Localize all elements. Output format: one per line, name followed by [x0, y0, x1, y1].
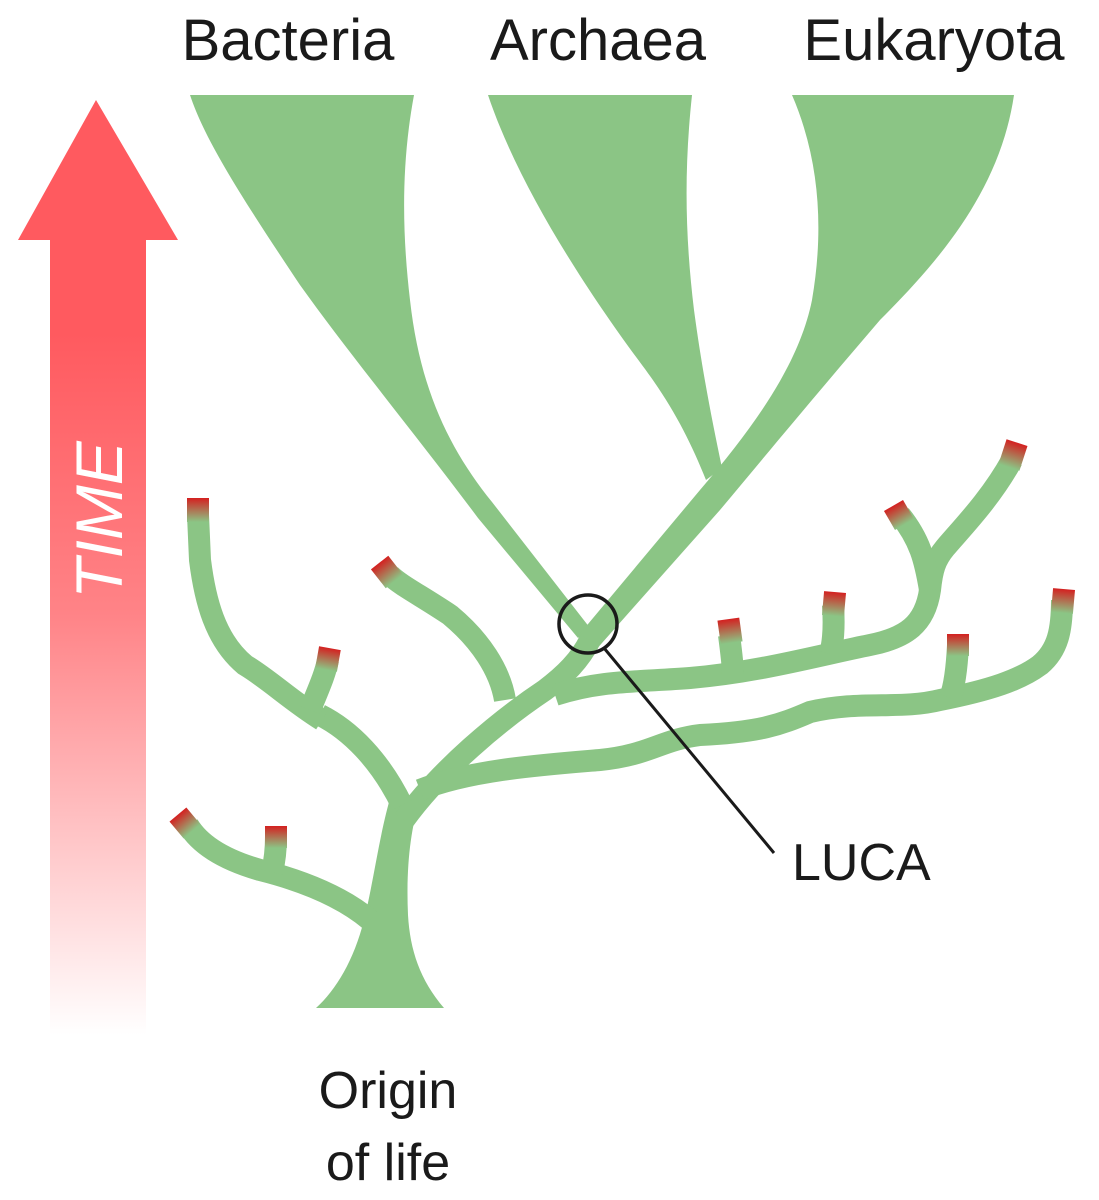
branches: [178, 454, 1073, 929]
stem-left-branch: [314, 705, 412, 810]
archaea-wedge: [488, 95, 722, 480]
extinct-tip: [370, 555, 404, 589]
time-label: TIME: [62, 440, 136, 599]
origin-label-line1: Origin: [319, 1062, 458, 1120]
lower-left-branch: [178, 818, 378, 929]
luca-marker: [557, 593, 776, 854]
domain-wedges: [190, 95, 1014, 652]
luca-label: LUCA: [792, 834, 931, 892]
right-upper-branch: [551, 454, 1022, 706]
luca-circle: [557, 593, 619, 655]
extinct-tip: [883, 499, 915, 531]
extinct-tips: [169, 439, 1076, 848]
origin-label-line2: of life: [326, 1134, 450, 1192]
extinct-tip: [1050, 588, 1076, 614]
time-arrow-body: [18, 100, 178, 1035]
bacteria-wedge: [190, 95, 590, 638]
right-upper-sub-branch-3: [891, 508, 941, 592]
extinct-tip: [315, 646, 341, 672]
eukaryota-wedge: [578, 95, 1014, 652]
extinct-tip: [821, 591, 847, 617]
bacteria-label: Bacteria: [182, 8, 396, 73]
extinct-tip: [717, 617, 743, 645]
extinct-tip: [187, 498, 209, 522]
right-lower-branch: [415, 599, 1073, 801]
extinct-tip: [998, 439, 1028, 471]
archaea-label: Archaea: [490, 8, 707, 73]
extinct-tip: [265, 826, 287, 848]
mid-left-branch: [382, 566, 516, 703]
extinct-tip: [947, 634, 969, 656]
eukaryota-label: Eukaryota: [803, 8, 1065, 73]
time-arrow: TIME: [18, 100, 178, 1035]
extinct-tip: [169, 807, 201, 839]
luca-pointer-line: [602, 647, 776, 854]
origin-trunk: [316, 792, 444, 1008]
left-upper-branch: [187, 514, 328, 730]
origin-base: [316, 792, 444, 1008]
